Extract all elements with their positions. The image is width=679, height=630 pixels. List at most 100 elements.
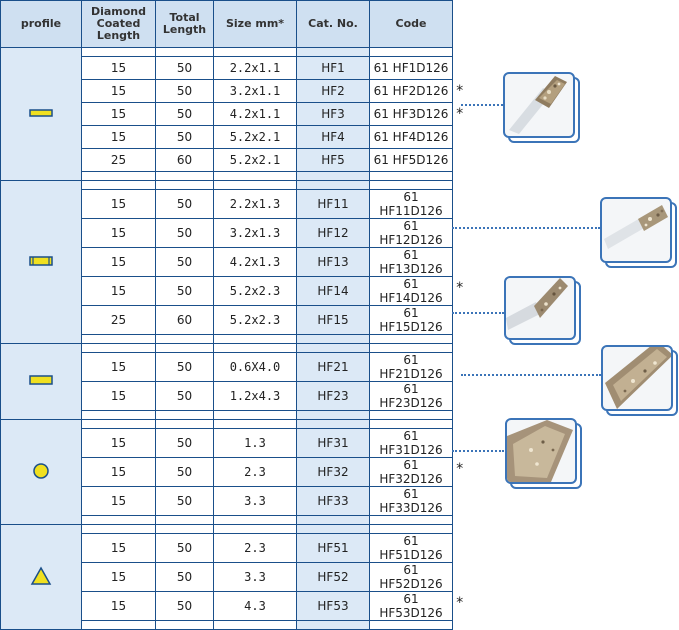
diamond-coated-length-cell: 15	[81, 533, 156, 563]
cat-no-cell: HF3	[296, 102, 370, 126]
diamond-coated-length-cell: 15	[81, 218, 156, 248]
size-cell: 4.2x1.3	[213, 247, 297, 277]
diamond-coated-length-cell: 15	[81, 247, 156, 277]
group-spacer	[0, 524, 453, 630]
diamond-coated-length-cell: 15	[81, 189, 156, 219]
diamond-coated-length-cell: 15	[81, 428, 156, 458]
cat-no-cell: HF52	[296, 562, 370, 592]
col-size: Size mm*	[213, 0, 297, 48]
diamond-coated-length-cell: 25	[81, 305, 156, 335]
leader-line-3	[452, 312, 504, 314]
size-cell: 2.2x1.3	[213, 189, 297, 219]
product-table: profile Diamond Coated Length Total Leng…	[0, 0, 453, 630]
diamond-coated-length-cell: 15	[81, 125, 156, 149]
diamond-coated-length-cell: 15	[81, 102, 156, 126]
code-cell: 61 HF2D126	[369, 79, 453, 103]
diamond-coated-length-cell: 15	[81, 352, 156, 382]
total-length-cell: 50	[155, 457, 214, 487]
total-length-cell: 50	[155, 428, 214, 458]
group-spacer	[0, 47, 453, 181]
code-cell: 61 HF33D126	[369, 486, 453, 516]
code-cell: 61 HF15D126	[369, 305, 453, 335]
group-spacer	[0, 343, 453, 420]
size-cell: 0.6X4.0	[213, 352, 297, 382]
diamond-coated-length-cell: 15	[81, 79, 156, 103]
code-cell: 61 HF1D126	[369, 56, 453, 80]
asterisk-mark: *	[455, 279, 464, 296]
cat-no-cell: HF33	[296, 486, 370, 516]
cat-no-cell: HF31	[296, 428, 370, 458]
cat-no-cell: HF1	[296, 56, 370, 80]
total-length-cell: 50	[155, 562, 214, 592]
group-spacer	[0, 419, 453, 525]
size-cell: 3.2x1.3	[213, 218, 297, 248]
asterisk-mark: *	[455, 460, 464, 477]
code-cell: 61 HF3D126	[369, 102, 453, 126]
cat-no-cell: HF5	[296, 148, 370, 172]
total-length-cell: 50	[155, 56, 214, 80]
code-cell: 61 HF14D126	[369, 276, 453, 306]
triangle-file-tip-photo	[505, 418, 582, 489]
total-length-cell: 50	[155, 189, 214, 219]
total-length-cell: 50	[155, 486, 214, 516]
profile-cell	[0, 47, 82, 181]
flat-rectangle-profile-icon	[29, 108, 53, 117]
col-total-length: Total Length	[155, 0, 214, 48]
leader-line-5	[452, 450, 504, 452]
total-length-cell: 50	[155, 591, 214, 621]
asterisk-mark: *	[455, 594, 464, 611]
total-length-cell: 60	[155, 148, 214, 172]
leader-line-4	[461, 374, 601, 376]
cat-no-cell: HF12	[296, 218, 370, 248]
cat-no-cell: HF11	[296, 189, 370, 219]
total-length-cell: 50	[155, 533, 214, 563]
thick-file-tip-photo	[504, 276, 581, 345]
col-cat-no: Cat. No.	[296, 0, 370, 48]
size-cell: 3.3	[213, 486, 297, 516]
rectangle-bevel-profile-icon	[29, 255, 53, 266]
cat-no-cell: HF21	[296, 352, 370, 382]
diamond-coated-length-cell: 15	[81, 276, 156, 306]
cat-no-cell: HF15	[296, 305, 370, 335]
circle-profile-icon	[33, 462, 49, 479]
diamond-coated-length-cell: 15	[81, 591, 156, 621]
code-cell: 61 HF12D126	[369, 218, 453, 248]
code-cell: 61 HF21D126	[369, 352, 453, 382]
code-cell: 61 HF4D126	[369, 125, 453, 149]
code-cell: 61 HF32D126	[369, 457, 453, 487]
size-cell: 5.2x2.3	[213, 276, 297, 306]
profile-cell	[0, 180, 82, 344]
round-file-tip-photo	[601, 345, 678, 416]
total-length-cell: 50	[155, 79, 214, 103]
diamond-coated-length-cell: 15	[81, 562, 156, 592]
code-cell: 61 HF31D126	[369, 428, 453, 458]
total-length-cell: 50	[155, 247, 214, 277]
asterisk-mark: *	[455, 82, 464, 99]
size-cell: 5.2x2.1	[213, 125, 297, 149]
total-length-cell: 50	[155, 102, 214, 126]
size-cell: 5.2x2.3	[213, 305, 297, 335]
size-cell: 1.3	[213, 428, 297, 458]
cat-no-cell: HF53	[296, 591, 370, 621]
rectangle-file-tip-photo	[600, 197, 677, 268]
cat-no-cell: HF13	[296, 247, 370, 277]
thick-rectangle-profile-icon	[29, 375, 53, 385]
size-cell: 4.3	[213, 591, 297, 621]
cat-no-cell: HF32	[296, 457, 370, 487]
leader-line-2	[452, 227, 600, 229]
size-cell: 2.3	[213, 533, 297, 563]
col-code: Code	[369, 0, 453, 48]
total-length-cell: 60	[155, 305, 214, 335]
cat-no-cell: HF51	[296, 533, 370, 563]
code-cell: 61 HF52D126	[369, 562, 453, 592]
total-length-cell: 50	[155, 276, 214, 306]
leader-line-1	[461, 104, 503, 106]
profile-cell	[0, 419, 82, 525]
